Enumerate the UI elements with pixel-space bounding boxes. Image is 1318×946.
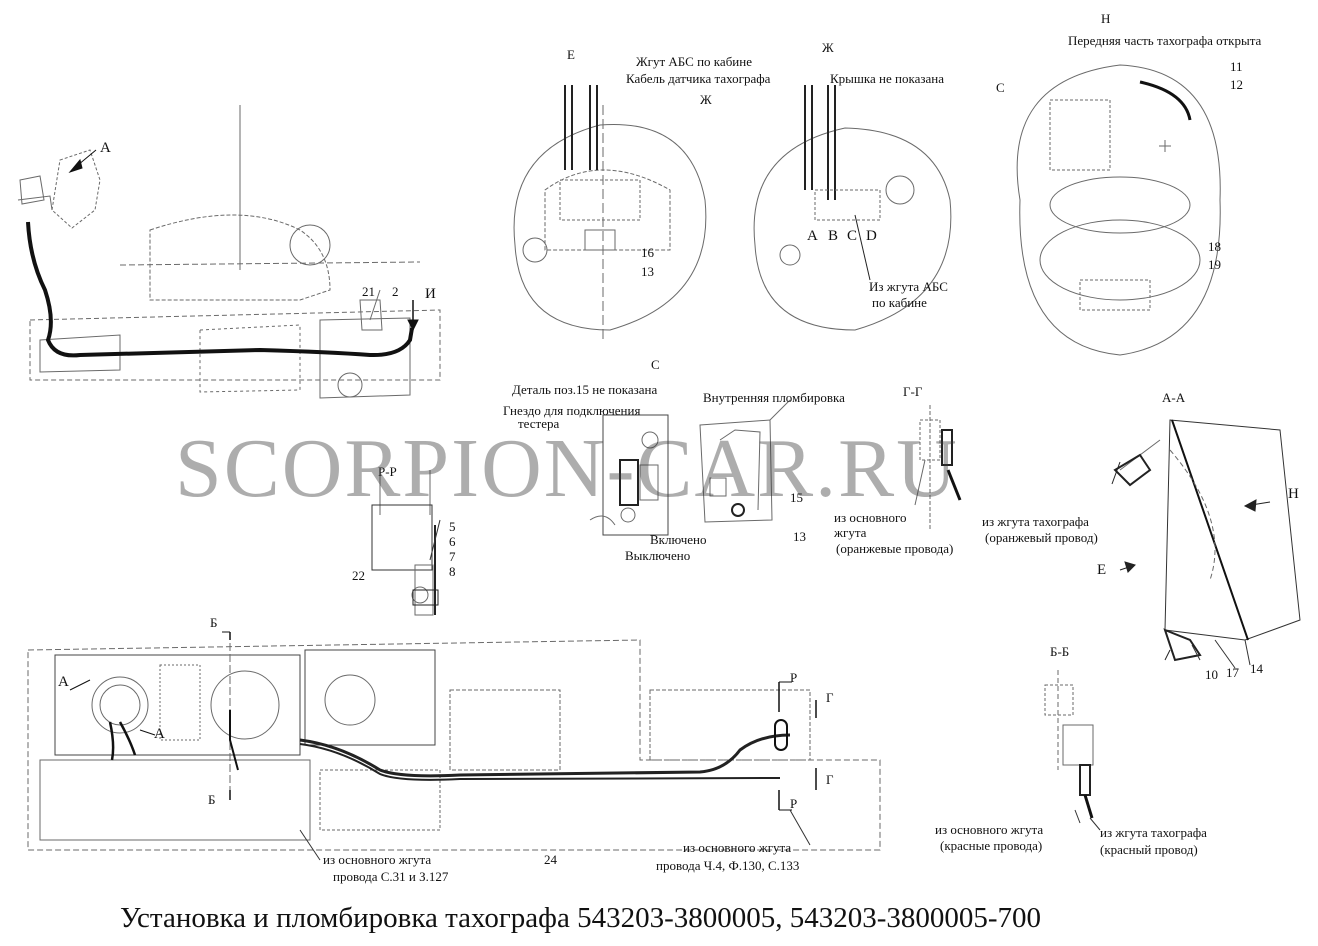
view-e-zh-marker: Ж — [700, 92, 712, 107]
view-gg-drawing — [914, 405, 962, 530]
view-pp-part-22: 22 — [352, 568, 365, 583]
view-gg-main-2: жгута — [834, 525, 867, 540]
dash-main-left-1: из основного жгута — [323, 852, 432, 867]
figure-caption: Установка и пломбировка тахографа 543203… — [120, 902, 1042, 934]
view-bb-drawing — [1044, 670, 1094, 819]
view-e-abs-harness: Жгут АБС по кабине — [636, 54, 752, 69]
view-bb-title: Б-Б — [1050, 644, 1070, 659]
dash-main-left-2: провода С.31 и З.127 — [333, 869, 449, 884]
view-e-drawing — [513, 85, 707, 340]
view-e-part-16: 16 — [641, 245, 654, 260]
view-c-internal-seal: Внутренняя пломбировка — [703, 390, 845, 405]
view-gg-tacho-2: (оранжевый провод) — [985, 530, 1098, 545]
view-pp-part-7: 7 — [449, 549, 456, 564]
label-view-i-marker: И — [425, 286, 436, 302]
view-n-part-19: 19 — [1208, 257, 1221, 272]
view-n-part-11: 11 — [1230, 59, 1243, 74]
view-n-drawing — [1016, 64, 1221, 356]
view-gg-main-3: (оранжевые провода) — [836, 541, 954, 556]
view-c-switch-off: Выключено — [625, 548, 691, 563]
label-view-a-marker: А — [100, 140, 111, 156]
dash-b-top: Б — [210, 615, 218, 630]
view-n-front-open: Передняя часть тахографа открыта — [1068, 33, 1262, 48]
view-aa-part-14: 14 — [1250, 661, 1263, 676]
view-bb-tacho-1: из жгута тахографа — [1100, 825, 1207, 840]
dash-main-right-2: провода Ч.4, Ф.130, С.133 — [656, 858, 800, 873]
dash-r-bottom: Р — [790, 796, 798, 811]
view-c-socket-2: тестера — [518, 416, 560, 431]
view-pp-part-6: 6 — [449, 534, 456, 549]
view-c-detail-not-shown: Деталь поз.15 не показана — [512, 382, 658, 397]
view-zh-title: Ж — [822, 40, 834, 55]
dash-a-right: А — [154, 726, 165, 742]
view-zh-pin-c: C — [847, 228, 858, 244]
view-pp-part-8: 8 — [449, 564, 456, 579]
view-aa-drawing — [1111, 419, 1301, 662]
view-pp-part-5: 5 — [449, 519, 456, 534]
view-c-drawing — [589, 399, 791, 536]
view-c-part-13: 13 — [793, 529, 806, 544]
view-zh-from-abs-1: Из жгута АБС — [869, 279, 948, 294]
view-c-switch-on: Включено — [650, 532, 707, 547]
view-n-title: Н — [1101, 11, 1111, 26]
view-gg-tacho-1: из жгута тахографа — [982, 514, 1089, 529]
view-gg-title: Г-Г — [903, 384, 923, 399]
label-part-21: 21 — [362, 284, 375, 299]
dash-r-top: Р — [790, 670, 798, 685]
dash-g-bottom: Г — [826, 772, 834, 787]
dash-g-top: Г — [826, 690, 834, 705]
dash-part-24: 24 — [544, 852, 557, 867]
view-zh-pin-d: D — [866, 228, 877, 244]
tacho-harness-line — [26, 221, 414, 358]
view-c-socket-1: Гнездо для подключения — [503, 403, 641, 418]
view-bb-main-2: (красные провода) — [940, 838, 1043, 853]
view-bb-tacho-2: (красный провод) — [1100, 842, 1198, 857]
view-zh-pin-b: B — [828, 228, 839, 244]
view-n-part-12: 12 — [1230, 77, 1243, 92]
dash-main-right-1: из основного жгута — [683, 840, 792, 855]
view-n-c-marker: С — [996, 80, 1005, 95]
dashboard-drawing — [27, 632, 881, 851]
view-aa-part-17: 17 — [1226, 665, 1239, 680]
dash-b-bottom: Б — [208, 792, 216, 807]
view-aa-e-marker: Е — [1097, 562, 1107, 578]
view-pp-title: Р-Р — [378, 464, 397, 479]
watermark: SCORPION-CAR.RU — [175, 422, 959, 515]
view-n-part-18: 18 — [1208, 239, 1221, 254]
view-aa-n-marker: Н — [1288, 486, 1299, 502]
view-zh-from-abs-2: по кабине — [872, 295, 927, 310]
cab-side-view — [17, 105, 441, 399]
view-zh-drawing — [753, 85, 952, 331]
view-c-title: С — [651, 357, 660, 372]
view-gg-main-1: из основного — [834, 510, 907, 525]
view-e-title: Е — [567, 47, 575, 62]
view-bb-main-1: из основного жгута — [935, 822, 1044, 837]
view-zh-cover-not-shown: Крышка не показана — [830, 71, 945, 86]
label-part-2: 2 — [392, 284, 399, 299]
view-c-part-15: 15 — [790, 490, 803, 505]
view-e-sensor-cable: Кабель датчика тахографа — [626, 71, 771, 86]
dash-a-left: А — [58, 674, 69, 690]
view-aa-part-10: 10 — [1205, 667, 1218, 682]
view-aa-title: А-А — [1162, 390, 1186, 405]
view-e-part-13: 13 — [641, 264, 654, 279]
view-zh-pin-a: A — [807, 228, 818, 244]
